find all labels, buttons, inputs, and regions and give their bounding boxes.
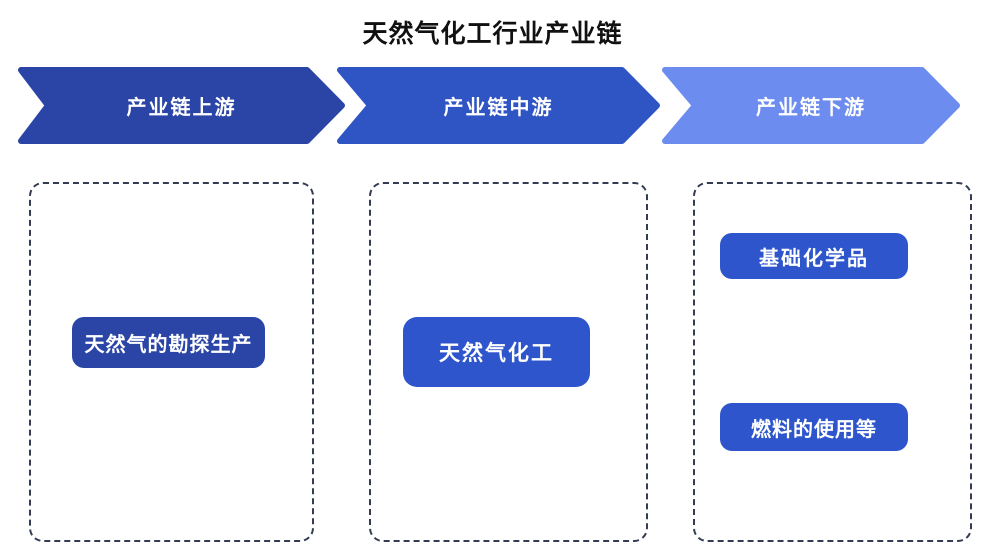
stage-arrow-midstream: 产业链中游 <box>337 67 660 144</box>
stage-arrow-downstream: 产业链下游 <box>662 67 960 144</box>
stage-label-downstream: 产业链下游 <box>756 97 866 119</box>
midstream-panel <box>369 182 648 542</box>
node-gas-exploration-production: 天然气的勘探生产 <box>72 317 265 368</box>
diagram-title: 天然气化工行业产业链 <box>362 20 623 48</box>
upstream-panel <box>29 182 314 542</box>
node-basic-chemicals: 基础化学品 <box>720 233 908 279</box>
node-fuel-usage: 燃料的使用等 <box>720 403 908 451</box>
chevron-banner-icon <box>337 67 660 144</box>
stage-label-midstream: 产业链中游 <box>443 97 554 119</box>
arrow-shape-midstream <box>337 67 660 144</box>
arrow-shape-upstream <box>18 67 345 144</box>
stage-arrow-upstream: 产业链上游 <box>18 67 345 144</box>
arrow-shape-downstream <box>662 67 960 144</box>
chevron-banner-icon <box>18 67 345 144</box>
stage-label-upstream: 产业链上游 <box>126 97 237 119</box>
node-natural-gas-chemical: 天然气化工 <box>403 317 590 387</box>
downstream-panel <box>693 182 972 542</box>
chevron-banner-icon <box>662 67 960 144</box>
